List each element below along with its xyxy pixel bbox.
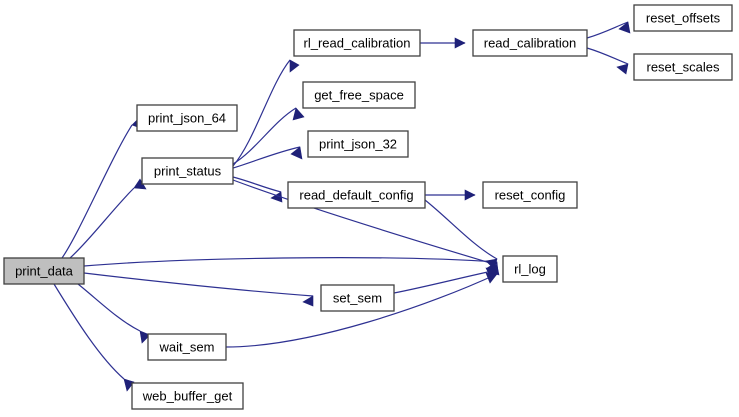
edge-print_status-to-print_json_32 (232, 146, 303, 169)
node-box[interactable] (302, 81, 416, 109)
edge-read_default_config-to-rl_log (424, 199, 498, 270)
edge-line (424, 199, 498, 260)
node-box[interactable] (307, 130, 409, 158)
node-web_buffer_get[interactable]: web_buffer_get (131, 382, 244, 410)
edge-line (232, 176, 282, 193)
arrowhead-icon (485, 258, 498, 270)
node-box[interactable] (131, 382, 244, 410)
node-box[interactable] (502, 255, 558, 283)
edge-print_data-to-print_json_64 (61, 117, 144, 259)
node-label: print_json_32 (319, 136, 397, 151)
node-box[interactable] (482, 181, 578, 209)
node-label: print_data (15, 263, 74, 278)
node-label: print_json_64 (148, 110, 226, 125)
node-read_calibration[interactable]: read_calibration (472, 29, 588, 57)
node-rl_read_calibration[interactable]: rl_read_calibration (293, 29, 421, 57)
edge-line (232, 107, 297, 165)
node-label: reset_config (495, 187, 566, 202)
edge-line (586, 21, 629, 39)
node-wait_sem[interactable]: wait_sem (147, 333, 227, 361)
node-box[interactable] (3, 257, 85, 285)
edge-print_data-to-rl_log (83, 257, 499, 273)
arrowhead-icon (289, 59, 300, 73)
node-box[interactable] (293, 29, 421, 57)
node-box[interactable] (287, 181, 426, 209)
edge-print_data-to-set_sem (83, 272, 314, 307)
edge-print_data-to-wait_sem (77, 283, 151, 344)
edge-line (77, 283, 141, 332)
edge-line (586, 47, 629, 65)
arrowhead-icon (485, 272, 498, 284)
node-box[interactable] (633, 4, 733, 32)
node-print_json_32[interactable]: print_json_32 (307, 130, 409, 158)
edge-line (61, 124, 133, 259)
nodes-layer: print_data print_json_64 print_status rl_re… (3, 4, 733, 410)
node-box[interactable] (320, 284, 395, 312)
node-reset_offsets[interactable]: reset_offsets (633, 4, 733, 32)
node-box[interactable] (633, 53, 733, 81)
node-reset_config[interactable]: reset_config (482, 181, 578, 209)
arrowhead-icon (464, 189, 476, 201)
node-rl_log[interactable]: rl_log (502, 255, 558, 283)
node-label: reset_offsets (646, 10, 721, 25)
node-label: set_sem (333, 290, 382, 305)
node-read_default_config[interactable]: read_default_config (287, 181, 426, 209)
edge-line (53, 283, 125, 380)
edge-print_data-to-print_status (69, 178, 147, 259)
arrowhead-icon (292, 107, 305, 121)
edge-line (83, 272, 314, 297)
edge-read_default_config-to-reset_config (425, 189, 476, 201)
node-label: read_default_config (299, 187, 413, 202)
node-reset_scales[interactable]: reset_scales (633, 53, 733, 81)
arrowhead-icon (302, 295, 314, 307)
node-print_json_64[interactable]: print_json_64 (136, 104, 238, 132)
node-label: read_calibration (484, 35, 577, 50)
edge-line (83, 257, 498, 267)
edge-rl_read_calibration-to-read_calibration (420, 37, 466, 49)
arrowhead-icon (454, 37, 466, 49)
edge-line (232, 146, 301, 169)
arrowhead-icon (616, 63, 629, 75)
edge-print_status-to-rl_read_calibration (232, 59, 300, 167)
node-box[interactable] (472, 29, 588, 57)
node-box[interactable] (136, 104, 238, 132)
node-label: rl_read_calibration (304, 35, 411, 50)
node-print_data[interactable]: print_data (3, 257, 85, 285)
arrowhead-icon (290, 146, 303, 160)
edge-line (393, 269, 498, 294)
node-print_status[interactable]: print_status (141, 157, 234, 185)
arrowhead-icon (618, 21, 631, 34)
edge-print_data-to-web_buffer_get (53, 283, 135, 392)
node-label: rl_log (514, 261, 546, 276)
edge-line (232, 59, 291, 167)
edge-print_status-to-get_free_space (232, 107, 305, 165)
node-label: reset_scales (647, 59, 720, 74)
node-label: print_status (154, 163, 222, 178)
node-get_free_space[interactable]: get_free_space (302, 81, 416, 109)
node-label: wait_sem (159, 339, 215, 354)
edge-wait_sem-to-rl_log (225, 272, 498, 348)
arrowhead-icon (123, 378, 135, 392)
node-label: web_buffer_get (142, 388, 233, 403)
edge-line (232, 179, 498, 266)
edge-read_calibration-to-reset_scales (586, 47, 629, 75)
node-set_sem[interactable]: set_sem (320, 284, 395, 312)
node-label: get_free_space (314, 87, 404, 102)
edge-line (225, 273, 498, 348)
node-box[interactable] (147, 333, 227, 361)
node-box[interactable] (141, 157, 234, 185)
edge-line (69, 187, 135, 259)
edge-read_calibration-to-reset_offsets (586, 21, 631, 39)
